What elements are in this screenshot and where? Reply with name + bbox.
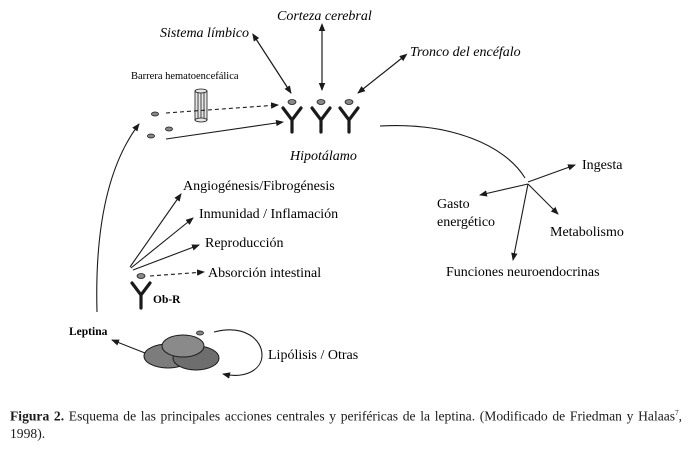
arrow-to-neuroendocrine <box>511 183 529 261</box>
arrow-adipocyte-to-leptin <box>111 339 146 354</box>
adipocytes-icon <box>143 334 220 371</box>
intestinal-absorption-label: Absorción intestinal <box>208 266 321 281</box>
arrow-blood-to-hypothalamus-lower <box>165 119 284 140</box>
ob-r-receptor-icon <box>130 281 152 310</box>
energy-expenditure-label-line2: energético <box>437 215 495 230</box>
arrow-brainstem-hypothalamus <box>357 53 408 94</box>
angiogenesis-label: Angiogénesis/Fibrogénesis <box>183 179 335 194</box>
arrow-blood-to-hypothalamus-upper <box>165 102 279 114</box>
hypothalamus-label: Hipotálamo <box>289 149 357 164</box>
arrow-limbic-hypothalamus <box>252 33 292 94</box>
hypothalamus-leptin-dots-icon <box>287 99 354 105</box>
leptin-diagram: Sistema límbico Corteza cerebral Tronco … <box>69 9 624 379</box>
arrow-to-angiogenesis <box>129 193 182 268</box>
arrow-hypothalamus-output <box>379 124 526 179</box>
caption-text: Esquema de las principales acciones cent… <box>64 408 676 424</box>
immunity-label: Inmunidad / Inflamación <box>199 207 338 222</box>
hypothalamus-receptors-icon <box>281 106 360 134</box>
intake-label: Ingesta <box>582 158 623 173</box>
arrow-leptin-to-blood <box>96 123 140 313</box>
arrow-to-immunity <box>130 217 194 269</box>
ob-r-label: Ob-R <box>153 294 181 306</box>
arrow-to-reproduction <box>132 244 200 271</box>
reproduction-label: Reproducción <box>205 236 284 251</box>
neuroendocrine-label: Funciones neuroendocrinas <box>446 265 600 280</box>
metabolism-label: Metabolismo <box>550 225 624 240</box>
arrow-to-intake <box>527 164 576 183</box>
leptin-dots-blood-icon <box>147 111 173 139</box>
arrow-to-intestinal-absorption <box>149 269 205 277</box>
leptin-label: Leptina <box>69 326 108 338</box>
lipolysis-label: Lipólisis / Otras <box>268 348 358 363</box>
arrow-to-energy-expenditure <box>479 183 529 197</box>
receptor-leptin-dot-icon <box>136 273 146 279</box>
figure-number: Figura 2. <box>10 408 65 424</box>
arrow-to-metabolism <box>527 183 559 215</box>
bbb-label: Barrera hematoencefálica <box>131 71 239 82</box>
energy-expenditure-label-line1: Gasto <box>437 197 470 212</box>
cerebral-cortex-label: Corteza cerebral <box>277 9 372 24</box>
figure-caption: Figura 2. Esquema de las principales acc… <box>10 405 682 442</box>
bbb-cylinder-icon <box>194 88 208 123</box>
brainstem-label: Tronco del encéfalo <box>410 45 521 60</box>
adipocyte-leptin-dot-icon <box>196 330 204 336</box>
autocrine-loop-arrow <box>213 329 263 379</box>
limbic-system-label: Sistema límbico <box>160 26 249 41</box>
caption-reference: 7 <box>675 409 679 417</box>
caption-text-end: , 1998). <box>10 408 682 441</box>
